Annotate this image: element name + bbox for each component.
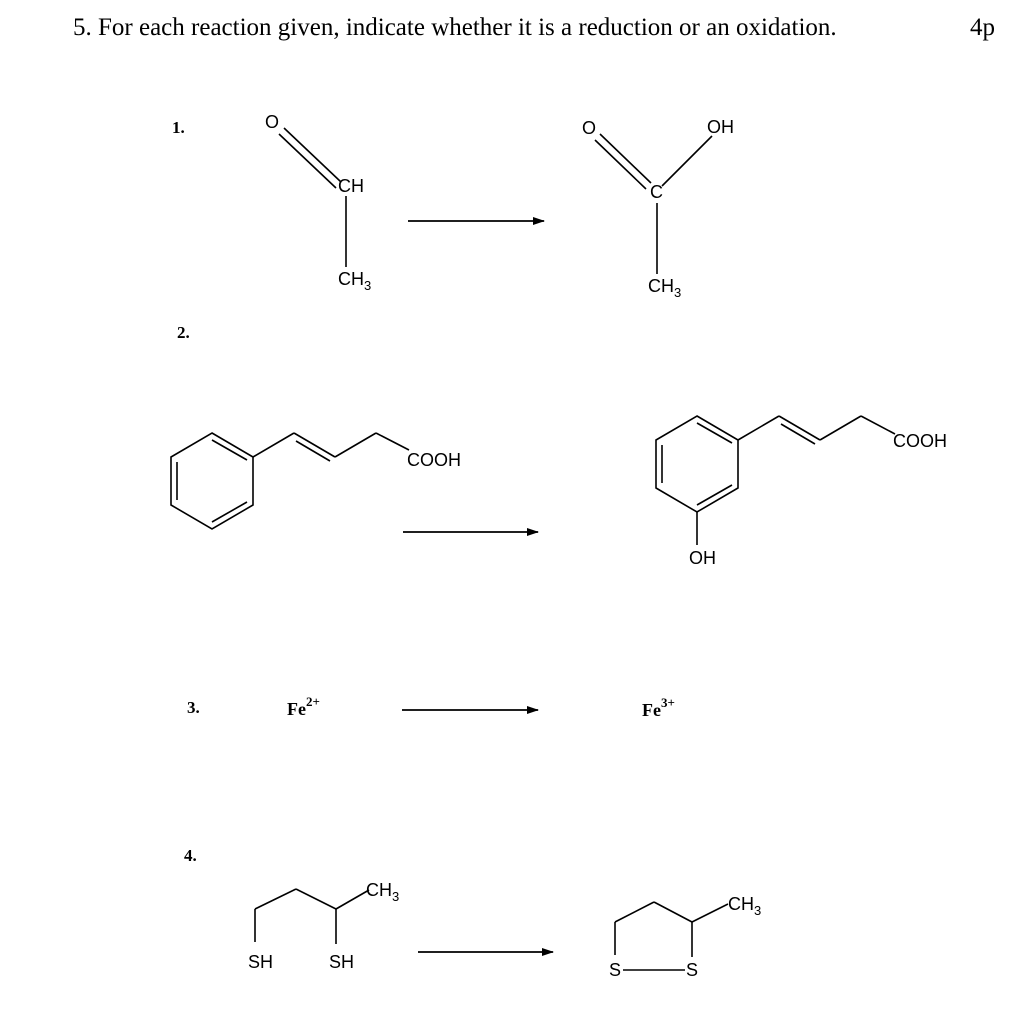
sulfur-label: S [609, 960, 621, 980]
question-text: 5. For each reaction given, indicate whe… [73, 14, 837, 41]
carbon-label: C [650, 182, 663, 202]
single-bond-line [653, 901, 693, 923]
product-acetic-acid: O C OH CH3 [582, 117, 734, 300]
benzene-ring [170, 432, 254, 530]
reaction-1: 1. O CH CH3 O C OH CH3 [172, 112, 734, 300]
product-dithiolane: S S CH3 [609, 894, 761, 980]
single-bond-line [691, 903, 729, 923]
single-bond-line [614, 901, 655, 923]
reaction-2: 2. COOH OH [170, 323, 947, 568]
single-bond-line [254, 888, 297, 910]
thiol-label: SH [329, 952, 354, 972]
single-bond-line [252, 432, 295, 458]
points-value: 4p [970, 14, 995, 41]
double-bond-line [293, 432, 336, 458]
thiol-label: SH [248, 952, 273, 972]
sulfur-label: S [686, 960, 698, 980]
methyl-label: CH3 [728, 894, 761, 918]
reactant-acetaldehyde: O CH CH3 [265, 112, 371, 293]
single-bond-line [295, 888, 337, 910]
single-bond-line [661, 135, 713, 187]
carboxyl-label: COOH [893, 431, 947, 451]
reaction-number: 2. [177, 323, 190, 342]
double-bond-line [283, 127, 342, 183]
methyl-label: CH3 [648, 276, 681, 300]
oxygen-label: O [582, 118, 596, 138]
reaction-4: 4. SH SH CH3 S S CH3 [184, 846, 761, 980]
single-bond-line [375, 432, 410, 451]
reactant-cinnamic-acid: COOH [170, 432, 461, 530]
methyl-label: CH3 [366, 880, 399, 904]
double-bond-line [780, 423, 816, 445]
hydroxyl-label: OH [707, 117, 734, 137]
double-bond-line [295, 440, 331, 462]
reactant-dithiol: SH SH CH3 [248, 880, 399, 972]
reaction-number: 1. [172, 118, 185, 137]
reaction-number: 4. [184, 846, 197, 865]
double-bond-line [594, 139, 647, 190]
benzene-ring [655, 415, 739, 513]
single-bond-line [819, 415, 862, 441]
double-bond-line [599, 133, 652, 184]
reaction-3: 3. Fe2+ Fe3+ [187, 694, 675, 720]
ch-label: CH [338, 176, 364, 196]
single-bond-line [334, 432, 377, 458]
iron-2-ion: Fe2+ [287, 694, 320, 719]
hydroxyl-label: OH [689, 548, 716, 568]
methyl-label: CH3 [338, 269, 371, 293]
single-bond-line [335, 889, 370, 910]
aromatic-bond-line [211, 439, 248, 461]
single-bond-line [860, 415, 896, 435]
single-bond-line [737, 415, 780, 441]
reaction-number: 3. [187, 698, 200, 717]
double-bond-line [278, 133, 337, 189]
aromatic-bond-line [696, 422, 733, 444]
oxygen-label: O [265, 112, 279, 132]
iron-3-ion: Fe3+ [642, 695, 675, 720]
double-bond-line [778, 415, 821, 441]
carboxyl-label: COOH [407, 450, 461, 470]
aromatic-bond-line [211, 501, 248, 523]
aromatic-bond-line [696, 484, 733, 506]
product-hydroxycinnamic-acid: OH COOH [655, 415, 947, 568]
